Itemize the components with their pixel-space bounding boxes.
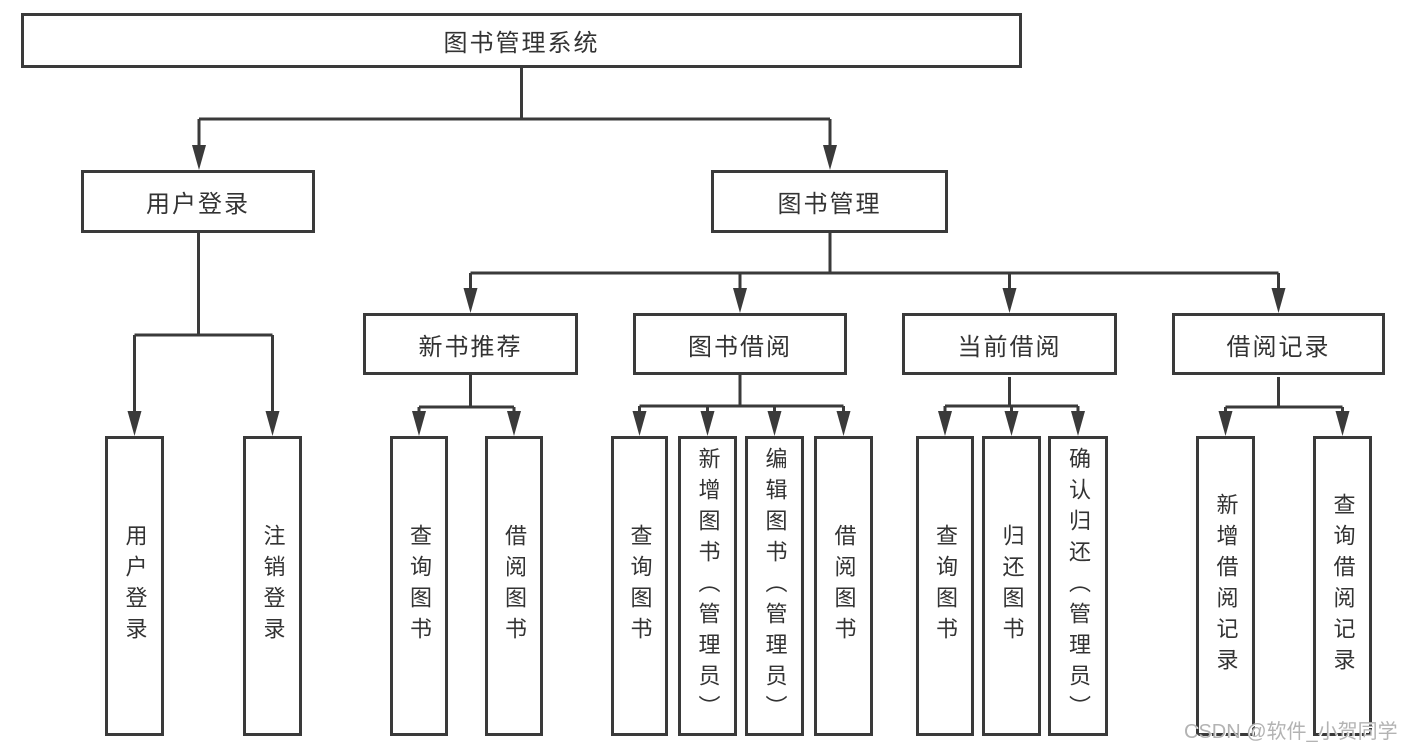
node-label: 确认归还（管理员）: [1066, 446, 1091, 726]
csdn-watermark: CSDN @软件_小贺同学: [1184, 721, 1398, 743]
node-current-borrowing: 当前借阅: [902, 313, 1117, 375]
node-label: 新增图书（管理员）: [695, 446, 721, 726]
node-label: 借阅图书: [502, 524, 527, 648]
node-label: 用户登录: [122, 524, 148, 648]
node-label: 当前借阅: [957, 333, 1062, 361]
leaf-borrow-books: 借阅图书: [814, 436, 873, 736]
leaf-query-books-recommend: 查询图书: [390, 436, 448, 736]
leaf-query-books-current: 查询图书: [916, 436, 974, 736]
leaf-logout: 注销登录: [243, 436, 302, 736]
leaf-edit-books-admin: 编辑图书（管理员）: [745, 436, 804, 736]
leaf-query-borrow-record: 查询借阅记录: [1313, 436, 1372, 736]
node-book-management: 图书管理: [711, 170, 948, 233]
leaf-add-borrow-record: 新增借阅记录: [1196, 436, 1255, 736]
node-label: 归还图书: [999, 524, 1025, 648]
node-label: 图书借阅: [688, 333, 792, 361]
node-library-management-system: 图书管理系统: [21, 13, 1022, 68]
node-label: 编辑图书（管理员）: [762, 446, 788, 726]
node-book-borrowing: 图书借阅: [633, 313, 847, 375]
leaf-add-books-admin: 新增图书（管理员）: [678, 436, 737, 736]
node-new-book-recommendation: 新书推荐: [363, 313, 578, 375]
leaf-query-books-borrowing: 查询图书: [611, 436, 668, 736]
node-label: 新书推荐: [418, 333, 523, 361]
node-label: 注销登录: [260, 524, 286, 648]
node-label: 新增借阅记录: [1213, 493, 1239, 679]
node-label: 查询图书: [407, 524, 432, 648]
node-label: 用户登录: [146, 191, 250, 218]
node-label: 借阅图书: [831, 524, 857, 648]
node-label: 借阅记录: [1226, 333, 1331, 361]
arrowheads: [127, 145, 1350, 436]
leaf-user-login: 用户登录: [105, 436, 164, 736]
leaf-return-books: 归还图书: [982, 436, 1041, 736]
node-user-login: 用户登录: [81, 170, 315, 233]
node-label: 图书管理系统: [443, 30, 600, 57]
node-label: 查询图书: [627, 524, 653, 648]
node-label: 图书管理: [777, 191, 882, 218]
leaf-borrow-books-recommend: 借阅图书: [485, 436, 543, 736]
node-label: 查询图书: [933, 524, 958, 648]
node-borrowing-records: 借阅记录: [1172, 313, 1385, 375]
leaf-confirm-return-admin: 确认归还（管理员）: [1048, 436, 1108, 736]
node-label: 查询借阅记录: [1330, 493, 1356, 679]
